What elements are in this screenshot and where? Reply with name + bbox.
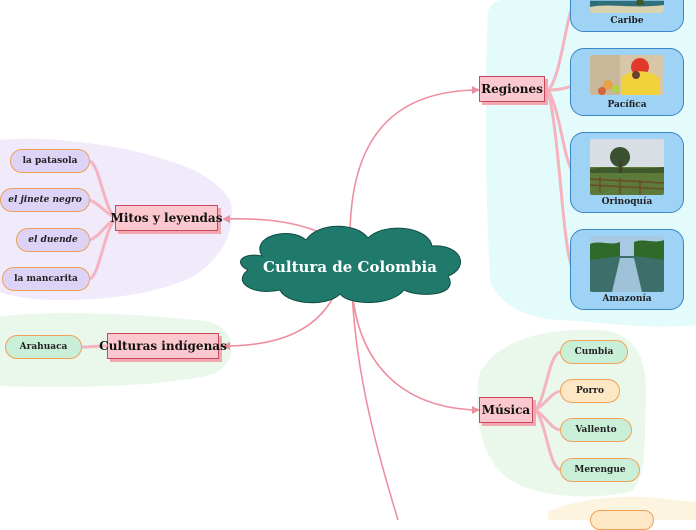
bottom-area <box>548 496 696 520</box>
leaf-vallento[interactable]: Vallento <box>560 418 632 442</box>
arrowheads <box>222 86 480 414</box>
central-topic-shape[interactable] <box>240 225 461 304</box>
region-label-pacifica: Pacífica <box>607 100 647 110</box>
leaf-el-duende[interactable]: el duende <box>16 228 90 252</box>
region-card-amazonia[interactable]: Amazonía <box>570 229 684 310</box>
leaf-arahuaca[interactable]: Arahuaca <box>5 335 82 359</box>
musica-subconnectors <box>533 350 561 472</box>
plains-ranch-photo-icon <box>590 139 664 195</box>
leaf-la-patasola[interactable]: la patasola <box>10 149 90 173</box>
leaf-merengue[interactable]: Merengue <box>560 458 640 482</box>
main-connectors <box>223 89 481 520</box>
river-jungle-photo-icon <box>590 236 664 292</box>
region-card-orinoquia[interactable]: Orinoquía <box>570 132 684 213</box>
leaf-cumbia[interactable]: Cumbia <box>560 340 628 364</box>
topic-musica[interactable]: Música <box>479 397 533 423</box>
leaf-partial-bottom[interactable] <box>590 510 654 530</box>
culturas-subconnectors <box>81 344 109 349</box>
leaf-porro[interactable]: Porro <box>560 379 620 403</box>
beach-photo-icon <box>590 0 664 13</box>
fruit-vendor-photo-icon <box>590 55 664 95</box>
leaf-la-mancarita[interactable]: la mancarita <box>2 267 90 291</box>
region-label-orinoquia: Orinoquía <box>601 197 653 207</box>
region-card-caribe[interactable]: Caribe <box>570 0 684 32</box>
mitos-subconnectors <box>88 159 118 281</box>
region-label-amazonia: Amazonía <box>602 294 652 304</box>
topic-mitos-y-leyendas[interactable]: Mitos y leyendas <box>111 205 222 231</box>
topic-regiones[interactable]: Regiones <box>479 76 545 102</box>
region-label-caribe: Caribe <box>610 16 644 26</box>
topic-culturas-indigenas[interactable]: Culturas indígenas <box>99 333 227 359</box>
central-topic-label[interactable]: Cultura de Colombia <box>263 258 437 276</box>
musica-area <box>477 329 647 497</box>
region-card-pacifica[interactable]: Pacífica <box>570 48 684 116</box>
leaf-el-jinete-negro[interactable]: el jinete negro <box>0 188 90 212</box>
